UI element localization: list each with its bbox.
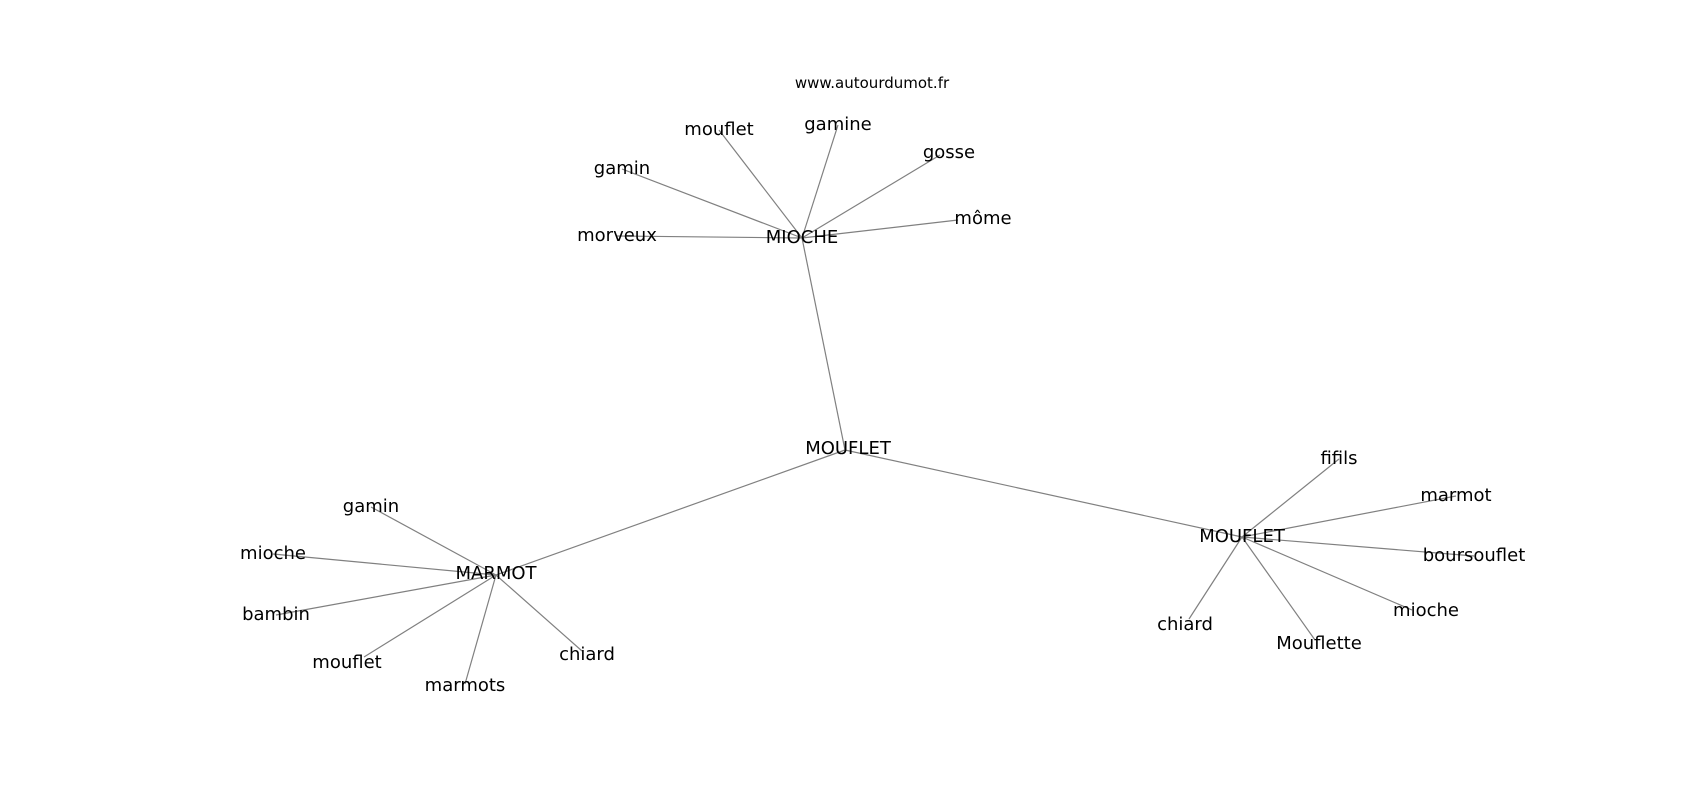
edge-hub-to-leaf bbox=[801, 154, 941, 239]
edge-hub-to-leaf bbox=[464, 574, 497, 685]
hub-node-label: MOUFLET bbox=[1199, 526, 1286, 547]
edge-hub-to-leaf bbox=[1241, 536, 1475, 557]
leaf-node-label: chiard bbox=[559, 644, 615, 665]
leaf-node-label: gamin bbox=[594, 158, 650, 179]
edge-hub-to-leaf bbox=[801, 219, 959, 239]
leaf-node-label: Mouflette bbox=[1276, 633, 1362, 654]
leaf-node-label: môme bbox=[954, 208, 1011, 229]
graph-labels: MOUFLET MIOCHE morveux gamin mouflet gamine go… bbox=[240, 114, 1525, 696]
edge-hub-to-leaf bbox=[718, 129, 803, 239]
leaf-node-label: mouflet bbox=[312, 652, 381, 673]
center-node-label: MOUFLET bbox=[805, 438, 892, 459]
edge-hub-to-leaf bbox=[1241, 458, 1340, 538]
leaf-node-label: morveux bbox=[577, 225, 657, 246]
edge-hub-to-leaf bbox=[1241, 536, 1316, 641]
leaf-node-label: marmot bbox=[1420, 485, 1491, 506]
edge-hub-to-leaf bbox=[370, 506, 497, 576]
leaf-node-label: gamin bbox=[343, 496, 399, 517]
edge-hub-to-leaf bbox=[801, 124, 839, 239]
edge-hub-to-leaf bbox=[1241, 536, 1413, 611]
edge-hub-to-leaf bbox=[1241, 495, 1457, 538]
edge-hub-to-leaf bbox=[363, 574, 497, 658]
edge-hub-to-leaf bbox=[275, 574, 497, 616]
leaf-node-label: mioche bbox=[240, 543, 306, 564]
leaf-node-label: fifils bbox=[1320, 448, 1357, 469]
watermark-text: www.autourdumot.fr bbox=[795, 74, 950, 92]
edge-hub-to-leaf bbox=[621, 168, 803, 239]
leaf-node-label: gamine bbox=[804, 114, 871, 135]
edge-hub-to-leaf bbox=[1188, 536, 1243, 620]
edge-hub-to-leaf bbox=[272, 553, 497, 576]
graph-edges bbox=[272, 124, 1475, 685]
hub-node-label: MARMOT bbox=[455, 563, 537, 584]
leaf-node-label: bambin bbox=[242, 604, 310, 625]
leaf-node-label: boursouflet bbox=[1423, 545, 1526, 566]
hub-node-label: MIOCHE bbox=[766, 227, 838, 248]
edge-center-to-hub-0 bbox=[801, 237, 846, 451]
leaf-node-label: chiard bbox=[1157, 614, 1213, 635]
leaf-node-label: mioche bbox=[1393, 600, 1459, 621]
edge-hub-to-leaf bbox=[616, 235, 803, 239]
leaf-node-label: mouflet bbox=[684, 119, 753, 140]
edge-center-to-hub-1 bbox=[495, 449, 846, 576]
leaf-node-label: gosse bbox=[923, 142, 975, 163]
leaf-node-label: marmots bbox=[425, 675, 506, 696]
edge-center-to-hub-2 bbox=[844, 449, 1243, 538]
edge-hub-to-leaf bbox=[495, 574, 583, 652]
